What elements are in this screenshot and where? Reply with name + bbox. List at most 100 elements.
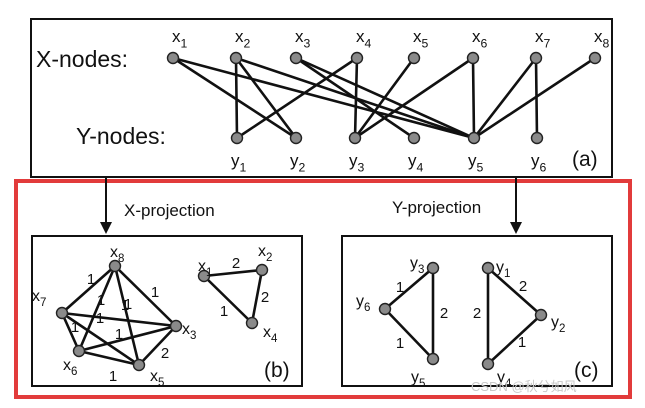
y-projection-label: Y-projection	[392, 198, 481, 217]
bip-node-y4	[407, 131, 421, 145]
x-projection-arrow	[100, 178, 112, 234]
xp-label-x8: x8	[110, 244, 124, 265]
yp-node-y3	[426, 261, 440, 275]
xp-edge-x7-x3	[60, 311, 178, 328]
xp-label-x7: x7	[32, 288, 46, 309]
xp-edge-x7-x5	[60, 311, 141, 367]
bip-node-y2	[289, 131, 303, 145]
bip-edge-x1-y5	[171, 56, 476, 140]
bip-label-x1: x1	[172, 27, 188, 50]
bip-node-y5	[467, 131, 481, 145]
bip-node-x1	[166, 51, 180, 65]
bip-label-x5: x5	[413, 27, 429, 50]
y-projection-arrow	[510, 178, 522, 234]
bip-node-x4	[350, 51, 364, 65]
bip-node-x3	[289, 51, 303, 65]
bip-node-y3	[348, 131, 362, 145]
y-projection-nodes: y1 y2 y3 y4 y5 y6	[356, 255, 565, 390]
bip-edge-x1-y2	[171, 56, 298, 140]
xp-edge-x6-x5	[77, 349, 141, 367]
xp-edge-x1-x4	[202, 274, 254, 325]
bip-node-y1	[230, 131, 244, 145]
bip-edge-x7-y5	[472, 56, 538, 140]
xp-edge-x5-x3	[137, 324, 178, 367]
panel-c-frame	[341, 235, 613, 387]
bip-edge-x5-y3	[353, 56, 416, 140]
xp-node-x1	[197, 269, 211, 283]
xp-edge-x7-x8	[60, 264, 117, 315]
yp-edge-y3-y6	[383, 266, 435, 311]
panel-b-label: (b)	[264, 359, 290, 382]
bip-label-y2: y2	[290, 151, 306, 174]
panel-c-label: (c)	[574, 359, 599, 382]
yp-label-y6: y6	[356, 293, 370, 314]
bip-label-y6: y6	[531, 151, 547, 174]
xp-weight-x5-x3: 2	[161, 345, 169, 362]
bip-node-x7	[529, 51, 543, 65]
xp-node-x8	[108, 259, 122, 273]
xp-node-x5	[132, 358, 146, 372]
xp-weight-x1-x4: 1	[220, 303, 228, 320]
y-nodes-label: Y-nodes:	[76, 123, 166, 149]
bipartite-edges	[171, 56, 597, 140]
yp-node-y6	[378, 302, 392, 316]
bip-edge-x2-y2	[234, 56, 298, 140]
yp-node-y2	[534, 308, 548, 322]
bip-label-x2: x2	[235, 27, 251, 50]
highlight-frame	[14, 179, 632, 399]
yp-label-y5: y5	[411, 369, 425, 390]
xp-weight-x7-x5: 1	[96, 310, 104, 327]
xp-weight-x6-x5: 1	[109, 368, 117, 385]
xp-edge-x8-x3	[113, 264, 178, 328]
yp-label-y1: y1	[496, 259, 510, 280]
xp-weight-x7-x8: 1	[87, 271, 95, 288]
yp-weight-y6-y5: 1	[396, 335, 404, 352]
watermark: CSDN @秋兮如风	[471, 379, 577, 394]
xp-weight-x7-x3: 1	[121, 297, 129, 314]
xp-label-x2: x2	[258, 243, 272, 264]
yp-edge-y2-y4	[486, 313, 543, 366]
bip-node-x6	[466, 51, 480, 65]
xp-weight-x6-x3: 1	[115, 326, 123, 343]
bip-edge-x4-y1	[235, 56, 359, 140]
yp-label-y4: y4	[497, 369, 512, 390]
xp-edge-x7-x6	[60, 311, 81, 353]
yp-node-y4	[481, 357, 495, 371]
yp-edge-y1-y2	[486, 266, 543, 317]
xp-node-x2	[255, 263, 269, 277]
xp-node-x7	[55, 306, 69, 320]
bip-node-y6	[530, 131, 544, 145]
bip-label-x6: x6	[472, 27, 488, 50]
yp-weight-y1-y2: 2	[519, 278, 527, 295]
xp-weight-x2-x4: 2	[261, 289, 269, 306]
xp-edge-x8-x5	[113, 264, 141, 367]
bip-label-x3: x3	[295, 27, 311, 50]
xp-node-x6	[72, 344, 86, 358]
xp-weight-x8-x5: 1	[124, 296, 132, 313]
xp-edge-x6-x3	[77, 324, 178, 353]
xp-weight-x1-x2: 2	[232, 255, 240, 272]
yp-weight-y3-y5: 2	[440, 305, 448, 322]
yp-weight-y3-y6: 1	[396, 279, 404, 296]
bip-label-x8: x8	[594, 27, 610, 50]
yp-label-y3: y3	[410, 255, 424, 276]
xp-weight-x8-x6: 1	[97, 292, 105, 309]
xp-edge-x8-x6	[77, 264, 117, 353]
xp-label-x1: x1	[198, 258, 212, 279]
bip-label-y1: y1	[231, 151, 247, 174]
bip-node-x2	[229, 51, 243, 65]
yp-label-y2: y2	[551, 314, 565, 335]
bip-edge-x6-y3	[353, 56, 475, 140]
bip-node-x5	[407, 51, 421, 65]
yp-node-y5	[426, 352, 440, 366]
xp-node-x3	[169, 319, 183, 333]
yp-node-y1	[481, 261, 495, 275]
bip-label-y3: y3	[349, 151, 365, 174]
xp-label-x5: x5	[150, 368, 164, 389]
xp-label-x4: x4	[263, 324, 278, 345]
